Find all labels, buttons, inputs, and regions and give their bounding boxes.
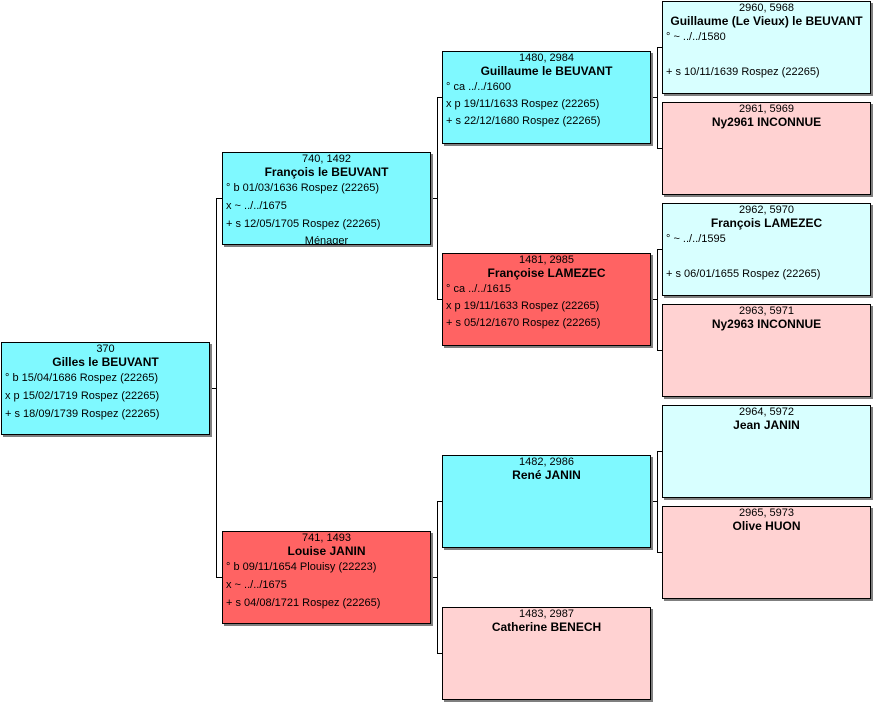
death-event: + s 18/09/1739 Rospez (22265) — [5, 408, 160, 420]
empty-marriage-row — [663, 249, 870, 266]
death-event: + s 12/05/1705 Rospez (22265) — [226, 218, 381, 230]
death-event: + s 05/12/1670 Rospez (22265) — [446, 317, 601, 329]
person-name: Louise JANIN — [287, 544, 366, 558]
sosa-numbers: 2960, 5968 — [738, 2, 795, 14]
sosa-numbers: 1483, 2987 — [518, 608, 575, 620]
person-card-francois-le-beuvant[interactable]: 740, 1492 François le BEUVANT ° b 01/03/… — [222, 152, 431, 245]
marriage-event: x p 19/11/1633 Rospez (22265) — [446, 98, 600, 110]
empty-marriage-row — [663, 47, 870, 64]
birth-event: ° ~ ../../1580 — [666, 31, 726, 43]
person-card-rene-janin[interactable]: 1482, 2986 René JANIN — [442, 455, 651, 548]
person-name: Guillaume le BEUVANT — [480, 64, 613, 78]
sosa-numbers: 740, 1492 — [302, 153, 351, 165]
person-card-ny2961-inconnue[interactable]: 2961, 5969 Ny2961 INCONNUE — [662, 102, 871, 195]
sosa-numbers: 1481, 2985 — [518, 254, 575, 266]
birth-event: ° b 09/11/1654 Plouisy (22223) — [226, 561, 377, 573]
sosa-numbers: 1480, 2984 — [518, 52, 575, 64]
person-card-guillaume-le-vieux-le-beuvant[interactable]: 2960, 5968 Guillaume (Le Vieux) le BEUVA… — [662, 1, 871, 94]
person-card-jean-janin[interactable]: 2964, 5972 Jean JANIN — [662, 405, 871, 498]
sosa-numbers: 1482, 2986 — [518, 456, 575, 468]
birth-event: ° b 01/03/1636 Rospez (22265) — [226, 182, 380, 194]
person-card-louise-janin[interactable]: 741, 1493 Louise JANIN ° b 09/11/1654 Pl… — [222, 531, 431, 624]
sosa-numbers: 2962, 5970 — [738, 204, 795, 216]
person-name: Jean JANIN — [733, 418, 800, 432]
connector-2964-link — [657, 451, 663, 553]
person-card-ny2963-inconnue[interactable]: 2963, 5971 Ny2963 INCONNUE — [662, 304, 871, 397]
person-card-gilles-le-beuvant[interactable]: 370 Gilles le BEUVANT ° b 15/04/1686 Ros… — [1, 342, 210, 435]
person-card-catherine-benech[interactable]: 1483, 2987 Catherine BENECH — [442, 607, 651, 700]
person-name: Ny2961 INCONNUE — [711, 115, 822, 129]
person-name: François le BEUVANT — [264, 165, 389, 179]
marriage-event: x p 15/02/1719 Rospez (22265) — [5, 390, 160, 402]
connector-2960-link — [657, 47, 663, 149]
death-event: + s 10/11/1639 Rospez (22265) — [666, 66, 820, 78]
sosa-numbers: 370 — [96, 343, 115, 355]
connector-1482-link — [437, 501, 443, 654]
person-name: Gilles le BEUVANT — [52, 355, 159, 369]
birth-event: ° ca ../../1600 — [446, 81, 511, 93]
person-name: Olive HUON — [732, 519, 801, 533]
connector-740-link — [216, 198, 223, 578]
sosa-numbers: 2964, 5972 — [738, 406, 795, 418]
person-name: François LAMEZEC — [710, 216, 823, 230]
marriage-event: x ~ ../../1675 — [226, 200, 287, 212]
marriage-event: x ~ ../../1675 — [226, 579, 287, 591]
person-name: Françoise LAMEZEC — [487, 266, 606, 280]
death-event: + s 06/01/1655 Rospez (22265) — [666, 268, 821, 280]
person-name: René JANIN — [512, 468, 581, 482]
person-card-guillaume-le-beuvant[interactable]: 1480, 2984 Guillaume le BEUVANT ° ca ../… — [442, 51, 651, 144]
marriage-event: x p 19/11/1633 Rospez (22265) — [446, 300, 600, 312]
person-card-olive-huon[interactable]: 2965, 5973 Olive HUON — [662, 506, 871, 599]
person-name: Catherine BENECH — [491, 620, 602, 634]
birth-event: ° ~ ../../1595 — [666, 233, 726, 245]
sosa-numbers: 2961, 5969 — [738, 103, 795, 115]
birth-event: ° b 15/04/1686 Rospez (22265) — [5, 372, 159, 384]
death-event: + s 22/12/1680 Rospez (22265) — [446, 115, 601, 127]
person-name: Guillaume (Le Vieux) le BEUVANT — [670, 14, 863, 28]
death-event: + s 04/08/1721 Rospez (22265) — [226, 597, 381, 609]
sosa-numbers: 2963, 5971 — [738, 305, 795, 317]
sosa-numbers: 2965, 5973 — [738, 507, 795, 519]
sosa-numbers: 741, 1493 — [302, 532, 351, 544]
connector-1480-link — [437, 97, 443, 300]
connector-2962-link — [657, 249, 663, 351]
person-card-francois-lamezec[interactable]: 2962, 5970 François LAMEZEC ° ~ ../../15… — [662, 203, 871, 296]
occupation: Ménager — [304, 235, 349, 245]
birth-event: ° ca ../../1615 — [446, 283, 511, 295]
person-name: Ny2963 INCONNUE — [711, 317, 822, 331]
person-card-francoise-lamezec[interactable]: 1481, 2985 Françoise LAMEZEC ° ca ../../… — [442, 253, 651, 346]
